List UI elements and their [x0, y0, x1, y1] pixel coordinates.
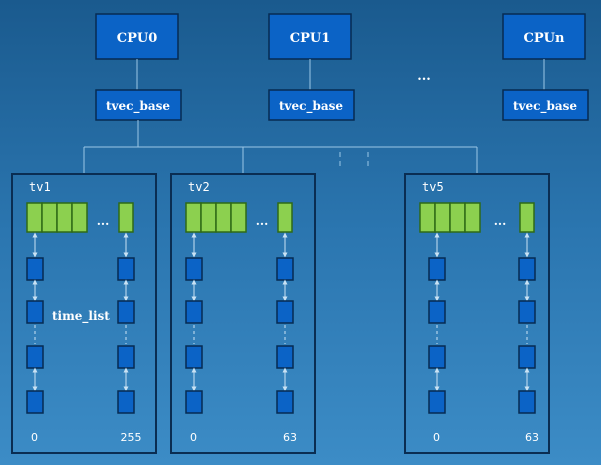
tvec-base-box-1: tvec_base [268, 89, 355, 121]
tv-group-tv2: tv2... 0 63 [170, 173, 316, 454]
timer-node [518, 345, 536, 369]
timer-node [428, 300, 446, 324]
timer-node [276, 257, 294, 281]
bucket-slot [56, 202, 73, 233]
bucket-slot-last [519, 202, 535, 233]
timer-node [117, 345, 135, 369]
timer-node [26, 390, 44, 414]
time-list-label: time_list [52, 309, 110, 324]
timer-node [117, 390, 135, 414]
timer-node [185, 257, 203, 281]
cpu-label: CPUn [524, 31, 565, 46]
timer-node [518, 257, 536, 281]
tv-panel-frame [404, 173, 550, 454]
timer-node [26, 257, 44, 281]
bucket-slot-last [277, 202, 293, 233]
tv-label: tv2 [188, 180, 210, 194]
timer-node [26, 345, 44, 369]
timer-chain-first [428, 232, 446, 414]
bucket-slot [434, 202, 451, 233]
tv-group-tv5: tv5... 0 63 [404, 173, 550, 454]
bucket-slot [449, 202, 466, 233]
timer-node [428, 345, 446, 369]
slot-ellipsis: ... [494, 214, 507, 228]
bucket-slot [464, 202, 481, 233]
cpu-box-0: CPU0 [95, 13, 179, 60]
timer-chain-last [518, 232, 536, 414]
index-start: 0 [433, 431, 440, 444]
cpu-box-n: CPUn [502, 13, 586, 60]
tv-label: tv5 [422, 180, 444, 194]
bucket-slot [41, 202, 58, 233]
timer-node [185, 345, 203, 369]
timer-node [185, 300, 203, 324]
timer-node [26, 300, 44, 324]
timer-node [117, 300, 135, 324]
bucket-slot [71, 202, 88, 233]
tvec-bus [83, 120, 478, 174]
index-end: 255 [121, 431, 142, 444]
cpu-box-1: CPU1 [268, 13, 352, 60]
cpu-label: CPU1 [290, 31, 331, 46]
timer-chain-last [117, 232, 135, 414]
tv-panel-frame [170, 173, 316, 454]
bucket-slot [215, 202, 232, 233]
tv-groups: tv1... 0 255 time_list tv2... 0 63 tv5... 0 63 [11, 173, 550, 454]
index-start: 0 [190, 431, 197, 444]
timer-chain-first [26, 232, 44, 414]
tv-group-tv1: tv1... 0 255 time_list [11, 173, 157, 454]
index-end: 63 [525, 431, 539, 444]
timer-node [276, 300, 294, 324]
bucket-slot [200, 202, 217, 233]
timer-chain-first [185, 232, 203, 414]
cpu-label: CPU0 [117, 31, 158, 46]
slot-ellipsis: ... [97, 214, 110, 228]
timer-node [428, 257, 446, 281]
bucket-slot-last [118, 202, 134, 233]
tvec-base-label: tvec_base [279, 99, 343, 114]
index-start: 0 [31, 431, 38, 444]
tvec-base-label: tvec_base [106, 99, 170, 114]
bucket-slot [185, 202, 202, 233]
tv-label: tv1 [29, 180, 51, 194]
timer-node [276, 345, 294, 369]
bucket-slot [230, 202, 247, 233]
index-end: 63 [283, 431, 297, 444]
timer-node [518, 390, 536, 414]
timer-node [117, 257, 135, 281]
bucket-slot [419, 202, 436, 233]
cpu-connectors [136, 59, 545, 90]
tvec-base-label: tvec_base [513, 99, 577, 114]
timer-node [518, 300, 536, 324]
timer-node [276, 390, 294, 414]
timer-node [185, 390, 203, 414]
slot-ellipsis: ... [256, 214, 269, 228]
tvec-base-box-n: tvec_base [502, 89, 589, 121]
cpu-ellipsis: ... [417, 69, 431, 84]
timer-node [428, 390, 446, 414]
tv-panel-frame [11, 173, 157, 454]
tvec-base-box-0: tvec_base [95, 89, 182, 121]
timer-chain-last [276, 232, 294, 414]
bucket-slot [26, 202, 43, 233]
